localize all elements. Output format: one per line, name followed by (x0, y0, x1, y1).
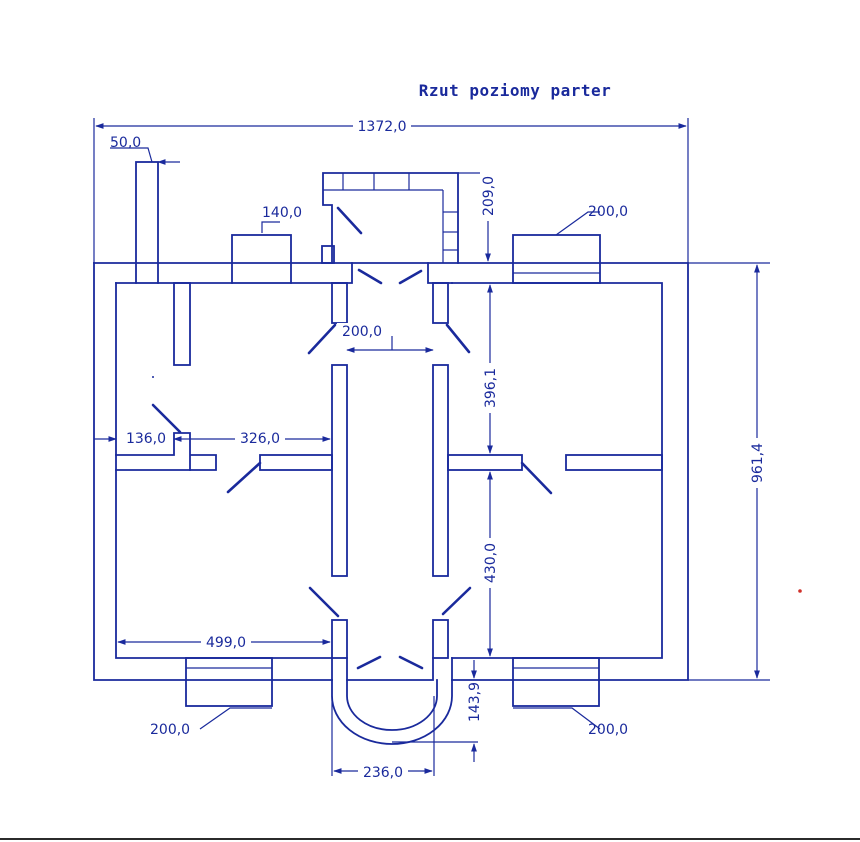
dim-window-bottom-left: 200,0 (150, 722, 190, 738)
dim-hall-width: 200,0 (342, 324, 382, 340)
plan-title: Rzut poziomy parter (419, 81, 612, 100)
dim-chimney: 50,0 (110, 135, 141, 151)
dim-room-right-top: 396,1 (483, 368, 499, 408)
window-bottom-left (185, 657, 273, 707)
outer-walls (93, 262, 689, 681)
dim-window-bottom-right: 200,0 (588, 722, 628, 738)
dim-overall-width: 1372,0 (358, 119, 407, 135)
dimension-labels: 1372,0 961,4 50,0 140,0 209,0 200,0 200,… (110, 117, 766, 781)
dim-vestibule-top: 209,0 (481, 176, 497, 216)
dim-porch-depth: 143,9 (467, 682, 483, 722)
dim-bay-top: 140,0 (262, 205, 302, 221)
dim-room-left-mid: 326,0 (240, 431, 280, 447)
doors (151, 206, 553, 670)
dimension-lines (93, 118, 770, 776)
stray-dot (798, 589, 802, 593)
dim-room-left-small: 136,0 (126, 431, 166, 447)
dim-room-right-bottom: 430,0 (483, 543, 499, 583)
vestibule-top (322, 172, 459, 284)
dim-window-top-right: 200,0 (588, 204, 628, 220)
window-bottom-right (512, 657, 600, 707)
window-top-right (512, 234, 601, 284)
dim-overall-height: 961,4 (750, 443, 766, 483)
bay-window-top (231, 234, 335, 284)
stray-dot-small (152, 376, 154, 378)
dim-room-left-bottom: 499,0 (206, 635, 246, 651)
interior-walls (115, 282, 663, 659)
dim-porch-width: 236,0 (363, 765, 403, 781)
porch-walls (331, 657, 453, 681)
bottom-border (0, 838, 860, 840)
chimney (135, 161, 159, 284)
